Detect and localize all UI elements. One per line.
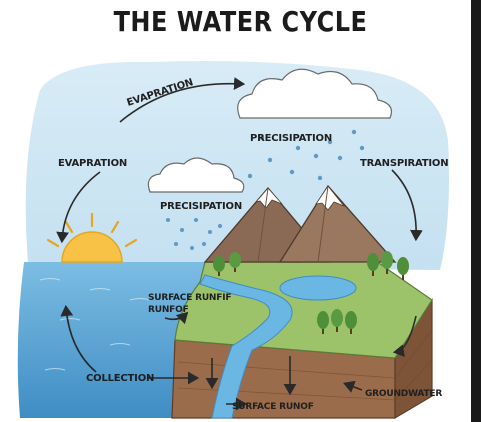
cloud-icon <box>147 157 245 193</box>
arrow-icon <box>56 77 423 411</box>
page-title: THE WATER CYCLE <box>113 5 368 39</box>
collection-label: COLLECTION <box>86 373 154 384</box>
surface-runoff-bottom-label: SURFACE RUNOF <box>232 402 314 412</box>
precipitation-small-label: PRECISIPATION <box>160 201 242 212</box>
raindrop-icon <box>166 129 365 250</box>
sea <box>17 262 205 418</box>
transpiration-label: TRANSPIRATION <box>360 158 448 169</box>
tree-icon <box>213 251 409 334</box>
river <box>199 274 293 419</box>
sea-waves <box>39 278 151 371</box>
sun-icon <box>46 212 138 263</box>
runoff-label: RUNFOF <box>148 305 189 315</box>
groundwater-label: GROUNDWATER <box>365 389 442 399</box>
cloud-icon <box>237 68 393 119</box>
surface-runoff-label: SURFACE RUNFIF <box>148 293 231 303</box>
precipitation-top-label: PRECISIPATION <box>250 133 332 144</box>
mountain-icon <box>203 184 397 263</box>
evaporation-left-label: EVAPRATION <box>58 158 127 169</box>
lake <box>279 275 357 301</box>
window-edge <box>471 0 481 422</box>
